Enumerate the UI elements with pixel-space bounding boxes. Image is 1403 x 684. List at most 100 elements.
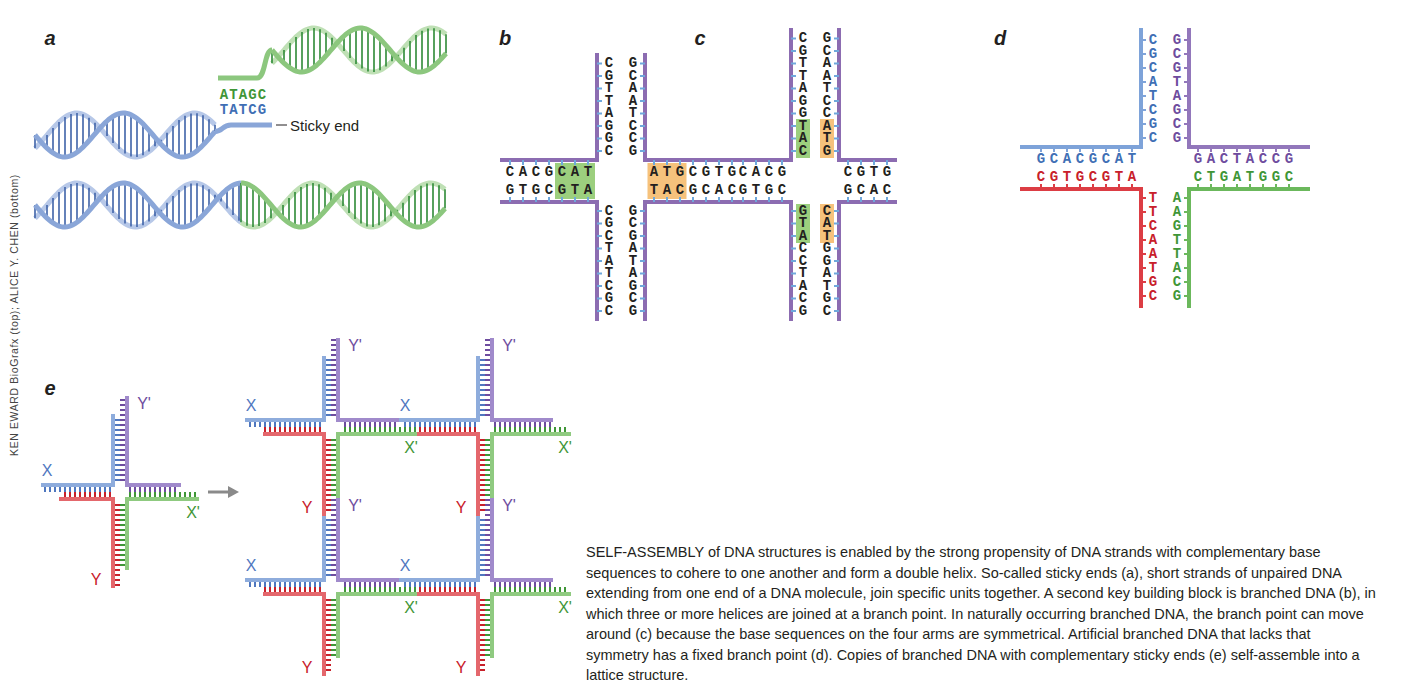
base-tick bbox=[597, 63, 602, 65]
base-tick bbox=[1141, 267, 1146, 269]
sticky-end-label: Y' bbox=[137, 395, 151, 413]
leader-line bbox=[276, 125, 287, 126]
base-tick bbox=[597, 298, 602, 300]
dna-strand bbox=[263, 594, 324, 676]
base-tick bbox=[640, 298, 645, 300]
base-tick bbox=[791, 88, 796, 90]
base-tick bbox=[640, 100, 645, 102]
base-pairs bbox=[35, 113, 215, 157]
base-tick bbox=[791, 310, 796, 312]
dna-strand bbox=[41, 414, 113, 485]
base-tick bbox=[791, 223, 796, 225]
base-tick bbox=[1141, 137, 1146, 139]
dna-strand bbox=[492, 338, 553, 420]
base-tick bbox=[1184, 81, 1189, 83]
panel-letter: a bbox=[44, 27, 55, 50]
base-sequence: CAT bbox=[821, 205, 833, 243]
dna-backbone bbox=[1020, 189, 1141, 308]
helix-backbone bbox=[241, 183, 445, 227]
base-tick bbox=[597, 273, 602, 275]
dna-backbone bbox=[645, 53, 742, 160]
base-sequence: CACG bbox=[739, 164, 791, 180]
base-tick bbox=[597, 235, 602, 237]
sticky-end-label: X bbox=[400, 397, 411, 415]
dna-strand bbox=[417, 434, 478, 516]
base-sequence: CACG bbox=[506, 164, 558, 180]
sticky-end-label: X bbox=[400, 557, 411, 575]
base-tick bbox=[640, 235, 645, 237]
sticky-end-label: X' bbox=[404, 439, 418, 457]
base-tick bbox=[1141, 239, 1146, 241]
base-sequence: GTA bbox=[558, 182, 597, 198]
base-tick bbox=[1184, 267, 1189, 269]
base-tick bbox=[640, 125, 645, 127]
base-tick bbox=[1184, 109, 1189, 111]
base-tick bbox=[597, 210, 602, 212]
base-tick bbox=[640, 223, 645, 225]
base-pairs bbox=[241, 183, 445, 227]
base-tick bbox=[834, 285, 839, 287]
base-tick bbox=[834, 210, 839, 212]
sticky-end-label: Y bbox=[456, 499, 467, 517]
base-tick bbox=[597, 310, 602, 312]
dna-strand bbox=[338, 338, 399, 420]
base-tick bbox=[1184, 239, 1189, 241]
base-sequence: AAGTTACG bbox=[1171, 191, 1183, 303]
base-tick bbox=[597, 75, 602, 77]
sticky-strand bbox=[215, 125, 272, 132]
dna-strand bbox=[338, 594, 417, 658]
base-tick bbox=[834, 88, 839, 90]
base-tick bbox=[791, 75, 796, 77]
dna-strand bbox=[59, 499, 113, 588]
base-tick bbox=[791, 285, 796, 287]
base-tick bbox=[834, 150, 839, 152]
sticky-end-label: Y' bbox=[348, 497, 362, 515]
base-sequence: CGCATCGC bbox=[1147, 33, 1159, 145]
base-tick bbox=[834, 235, 839, 237]
base-tick bbox=[834, 100, 839, 102]
base-sequence: GCGTAGCG bbox=[1171, 33, 1183, 145]
panel-letter: e bbox=[44, 377, 55, 400]
base-tick bbox=[1184, 53, 1189, 55]
dna-backbone bbox=[645, 202, 742, 321]
dna-strand bbox=[492, 434, 571, 498]
highlight bbox=[796, 204, 810, 243]
base-tick bbox=[597, 138, 602, 140]
base-sequence: CTGATGGC bbox=[1194, 169, 1298, 185]
base-tick bbox=[791, 138, 796, 140]
dna-backbone bbox=[733, 28, 791, 160]
figure-caption: SELF-ASSEMBLY of DNA structures is enabl… bbox=[586, 542, 1376, 684]
base-tick bbox=[1141, 39, 1146, 41]
base-tick bbox=[640, 75, 645, 77]
base-sequence: ATAGC bbox=[220, 87, 268, 103]
dna-strand bbox=[263, 434, 324, 516]
panel-letter: c bbox=[694, 27, 705, 50]
base-pairs bbox=[272, 28, 446, 72]
base-sequence: GCAC bbox=[844, 182, 896, 198]
dna-strand bbox=[338, 434, 417, 498]
base-tick bbox=[791, 298, 796, 300]
sticky-end-label: Y' bbox=[348, 337, 362, 355]
dna-backbone bbox=[733, 202, 791, 321]
base-tick bbox=[1141, 197, 1146, 199]
helix-backbone bbox=[35, 113, 215, 157]
sticky-end-label: Y bbox=[456, 659, 467, 677]
base-tick bbox=[1184, 225, 1189, 227]
base-tick bbox=[834, 298, 839, 300]
sticky-end-label: X' bbox=[558, 599, 572, 617]
base-tick bbox=[834, 223, 839, 225]
dna-backbone bbox=[500, 53, 597, 160]
helix-backbone bbox=[241, 183, 445, 227]
base-sequence: GTA bbox=[797, 205, 809, 243]
base-tick bbox=[1141, 123, 1146, 125]
sticky-end-label: X bbox=[246, 557, 257, 575]
base-tick bbox=[1184, 67, 1189, 69]
base-tick bbox=[834, 50, 839, 52]
base-tick bbox=[1141, 53, 1146, 55]
base-sequence: ATG bbox=[821, 120, 833, 158]
credit-line: KEN EWARD BioGrafx (top); ALICE Y. CHEN … bbox=[8, 174, 20, 456]
arrow bbox=[208, 491, 230, 494]
highlight bbox=[796, 119, 810, 158]
base-tick bbox=[1184, 211, 1189, 213]
base-sequence: GCGATAGCG bbox=[627, 205, 639, 318]
